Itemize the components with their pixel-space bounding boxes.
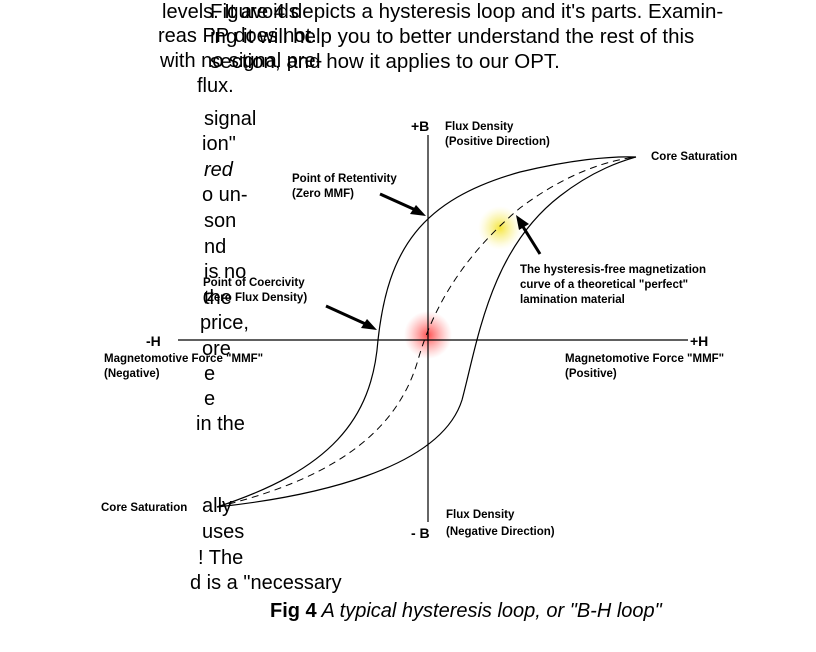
left-text-line: signal [204, 108, 257, 130]
hysteresis-free-curve [216, 156, 637, 508]
coercivity-arrow-head [361, 319, 377, 330]
mmf-negative-label: Magnetomotive Force "MMF" [104, 353, 263, 365]
left-text-line: ! The [198, 547, 244, 569]
left-text-line: nd [204, 236, 227, 258]
left-text-line: in the [196, 413, 245, 435]
left-text-line: the [204, 287, 232, 309]
loop-upper-branch [216, 156, 637, 508]
left-text-line: with no signal pre- [160, 50, 323, 72]
left-text-line: flux. [197, 75, 234, 97]
hysteresis-free-label-3: lamination material [520, 294, 625, 306]
left-text-line: reas PP does not. [158, 25, 317, 47]
plus-h-label: +H [690, 333, 708, 349]
left-text-line: d is a "necessary [190, 572, 342, 594]
mmf-positive-direction: (Positive) [565, 368, 617, 380]
left-text-line: is no [204, 261, 247, 283]
left-text-line: ion" [202, 133, 236, 155]
flux-density-bottom-label: Flux Density [446, 509, 515, 521]
hysteresis-free-label-1: The hysteresis-free magnetization [520, 264, 706, 276]
hysteresis-free-glow [478, 206, 522, 250]
mmf-negative-direction: (Negative) [104, 368, 160, 380]
left-text-line: uses [202, 521, 245, 543]
minus-b-label: - B [411, 525, 430, 541]
left-text-line: e [204, 363, 216, 385]
left-text-line: son [204, 210, 237, 232]
left-text-line: ore [202, 338, 231, 360]
left-text-line: ally [202, 495, 233, 517]
intro-line: Figure 4 depicts a hysteresis loop and i… [210, 0, 724, 23]
loop-lower-branch [216, 156, 637, 508]
hysteresis-free-arrow-head [516, 215, 529, 230]
core-saturation-bottom-label: Core Saturation [101, 502, 187, 514]
flux-density-top-direction: (Positive Direction) [445, 136, 550, 148]
figure-caption: Fig 4 A typical hysteresis loop, or "B-H… [270, 600, 662, 623]
left-text-line: o un- [202, 184, 248, 206]
left-text-line: price, [200, 312, 249, 334]
plus-b-label: +B [411, 118, 429, 134]
coercivity-sublabel: (Zero Flux Density) [203, 292, 307, 304]
left-text-line: red [204, 159, 233, 181]
intro-line: section, and how it applies to our OPT. [210, 50, 560, 73]
flux-density-bottom-direction: (Negative Direction) [446, 526, 555, 538]
minus-h-label: -H [146, 333, 161, 349]
caption-figure-number: Fig 4 [270, 600, 317, 622]
intro-line: ing it will help you to better understan… [210, 25, 695, 48]
hysteresis-free-label-2: curve of a theoretical "perfect" [520, 279, 688, 291]
mmf-positive-label: Magnetomotive Force "MMF" [565, 353, 724, 365]
coercivity-arrow [325, 304, 371, 328]
retentivity-label: Point of Retentivity [292, 173, 397, 185]
coercivity-label: Point of Coercivity [203, 277, 305, 289]
retentivity-sublabel: (Zero MMF) [292, 188, 354, 200]
flux-density-top-label: Flux Density [445, 121, 514, 133]
caption-text: A typical hysteresis loop, or "B-H loop" [316, 600, 662, 622]
left-text-line: levels. It avoids [162, 1, 299, 23]
core-saturation-top-label: Core Saturation [651, 151, 737, 163]
retentivity-arrow-head [410, 205, 426, 216]
left-text-line: e [204, 388, 216, 410]
